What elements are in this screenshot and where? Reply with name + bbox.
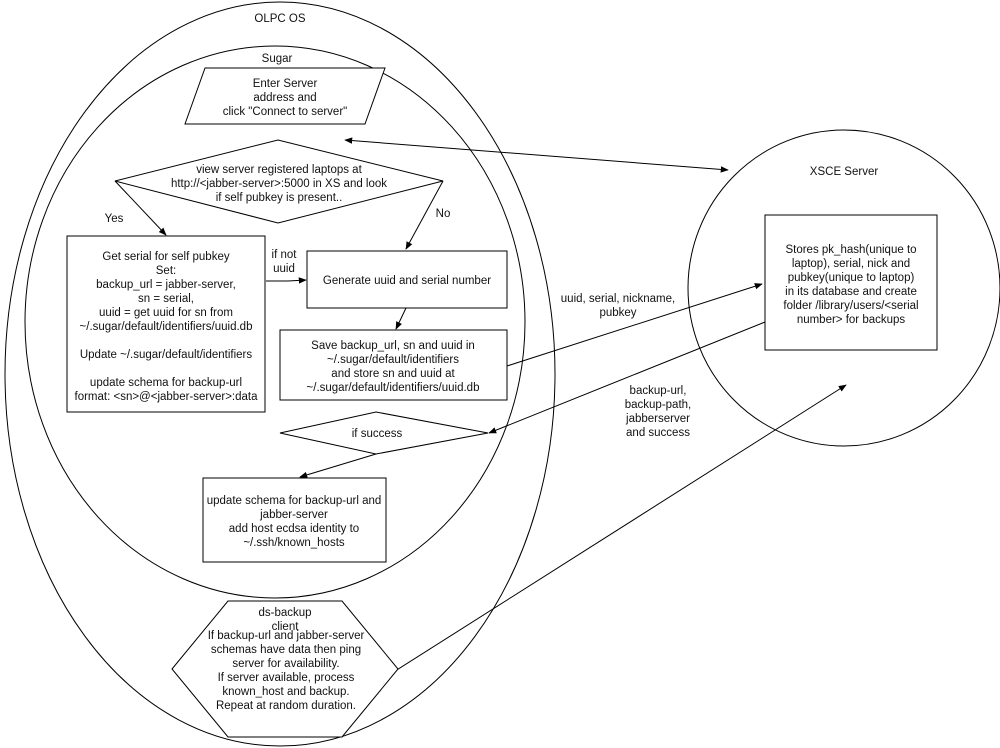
xsce-store-text: Stores pk_hash(unique to laptop), serial,… (783, 244, 918, 326)
update-schema-node (202, 477, 387, 563)
text-line: If server available, process (218, 672, 355, 684)
ds-backup-title: ds-backup client (258, 607, 311, 633)
edge-generate-save (395, 307, 407, 330)
text-line: If backup-url and jabber-server (208, 630, 365, 642)
if-success-text: if success (352, 428, 403, 440)
update-schema-text: update schema for backup-url and jabber-s… (207, 495, 382, 549)
text-line: click "Connect to server" (223, 106, 347, 118)
text-line: if success (352, 428, 403, 440)
text-line: and success (626, 427, 690, 439)
text-line: backup_url = jabber-server, (96, 279, 236, 291)
text-line: in its database and create (785, 286, 917, 298)
text-line: Update ~/.sugar/default/identifiers (80, 349, 253, 361)
text-line: client (272, 621, 300, 633)
text-line: Set: (156, 265, 176, 277)
text-line: Save backup_url, sn and uuid in (311, 340, 475, 352)
yes-label: Yes (105, 213, 124, 225)
enter-server-text: Enter Server address and click "Connect to… (223, 78, 347, 118)
enter-server-node (184, 67, 386, 125)
sugar-container (24, 45, 526, 599)
edge-if-not-uuid (266, 277, 307, 284)
text-line: number> for backups (797, 314, 906, 326)
edge-backup-server (380, 384, 847, 681)
olpc-os-container (4, 1, 556, 747)
text-line: Enter Server (253, 78, 318, 90)
if-not-uuid-label: if not uuid (272, 249, 298, 275)
generate-text: Generate uuid and serial number (323, 275, 491, 287)
text-line: address and (253, 92, 316, 104)
text-line: ~/.ssh/known_hosts (243, 537, 345, 549)
text-line: Get serial for self pubkey (102, 251, 229, 263)
text-line: ~/.sugar/default/identifiers/uuid.db (307, 382, 480, 394)
text-line: pubkey (599, 307, 636, 319)
text-line: schemas have data then ping (211, 644, 361, 656)
text-line: backup-path, (625, 399, 692, 411)
view-registered-decision (114, 139, 444, 224)
text-line: format: <sn>@<jabber-server>:data (75, 391, 259, 403)
text-line: known_host and backup. (222, 686, 349, 698)
text-line: ~/.sugar/default/identifiers (327, 354, 459, 366)
text-line: if self pubkey is present.. (216, 192, 343, 204)
text-line: uuid, serial, nickname, (561, 293, 675, 305)
text-line: backup-url, (630, 385, 687, 397)
no-label: No (436, 208, 451, 220)
sugar-label: Sugar (262, 53, 293, 65)
save-text: Save backup_url, sn and uuid in ~/.sugar/… (307, 340, 480, 394)
text-line: laptop), serial, nick and (792, 258, 910, 270)
text-line: update schema for backup-url (90, 377, 242, 389)
text-line: update schema for backup-url and (207, 495, 382, 507)
save-node (279, 329, 508, 401)
edge-no (405, 180, 444, 250)
text-line: uuid (273, 263, 295, 275)
to-server-label: uuid, serial, nickname, pubkey (561, 293, 675, 319)
edge-yes (114, 180, 167, 236)
text-line: add host ecdsa identity to (229, 523, 359, 535)
text-line: if not (272, 249, 298, 261)
edge-success-update (299, 453, 377, 478)
text-line: view server registered laptops at (196, 164, 362, 176)
generate-node (306, 250, 508, 309)
text-line: Generate uuid and serial number (323, 275, 491, 287)
text-line: ds-backup (258, 607, 311, 619)
text-line: Repeat at random duration. (216, 700, 356, 712)
get-serial-node (66, 235, 266, 413)
xsce-store-node (764, 214, 938, 351)
edge-sugar-xsce (344, 137, 729, 173)
text-line: uuid = get uuid for sn from (99, 307, 233, 319)
xsce-server-label: XSCE Server (810, 166, 879, 178)
text-line: and store sn and uuid at (331, 368, 455, 380)
text-line: pubkey(unique to laptop) (788, 272, 915, 284)
text-line: server for availability. (232, 658, 339, 670)
from-server-label: backup-url, backup-path, jabberserver and s… (625, 385, 692, 439)
olpc-os-label: OLPC OS (254, 13, 305, 25)
text-line: folder /library/users/<serial (783, 300, 918, 312)
view-registered-text: view server registered laptops at http://… (171, 164, 387, 204)
text-line: jabberserver (625, 413, 690, 425)
edge-save-to-server (506, 283, 763, 367)
text-line: jabber-server (259, 509, 328, 521)
ds-backup-node (171, 600, 399, 738)
ds-backup-text: If backup-url and jabber-server schemas h… (208, 630, 365, 712)
text-line: Stores pk_hash(unique to (785, 244, 916, 256)
text-line: http://<jabber-server>:5000 in XS and lo… (171, 178, 387, 190)
text-line: ~/.sugar/default/identifiers/uuid.db (80, 321, 253, 333)
text-line: sn = serial, (138, 293, 194, 305)
if-success-decision (279, 411, 489, 455)
